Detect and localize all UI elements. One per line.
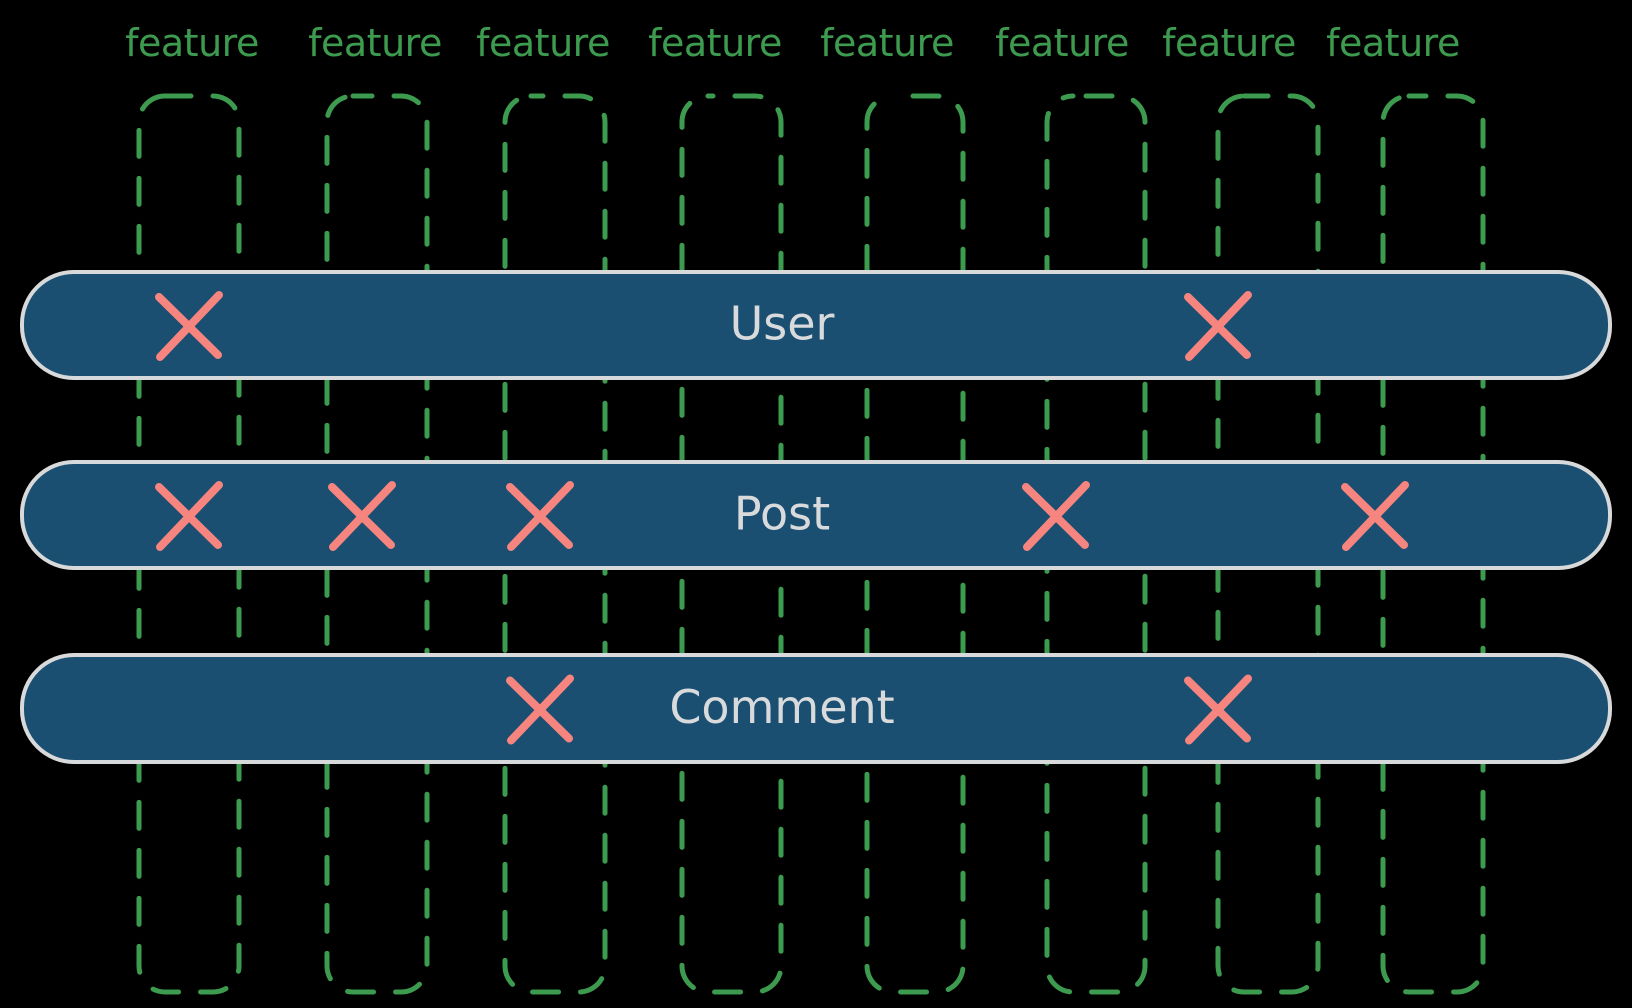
x-mark-icon[interactable] xyxy=(328,481,396,551)
feature-label-group: feature feature feature feature feature featu… xyxy=(125,21,1460,65)
x-mark-icon[interactable] xyxy=(155,481,223,551)
x-mark-icon[interactable] xyxy=(506,481,574,551)
entity-bar-comment[interactable] xyxy=(20,653,1612,764)
feature-header-label-7: feature xyxy=(1162,21,1296,65)
x-mark-icon[interactable] xyxy=(155,291,223,361)
x-mark-icon[interactable] xyxy=(1022,481,1090,551)
feature-header-label-8: feature xyxy=(1326,21,1460,65)
entity-label-user: User xyxy=(730,297,835,351)
feature-header-label-2: feature xyxy=(308,21,442,65)
entity-bar-group xyxy=(20,270,1612,764)
feature-header-label-1: feature xyxy=(125,21,259,65)
x-mark-icon[interactable] xyxy=(1341,481,1409,551)
feature-column-1 xyxy=(136,93,242,995)
feature-header-label-3: feature xyxy=(476,21,610,65)
entity-bar-post[interactable] xyxy=(20,460,1612,570)
feature-header-label-4: feature xyxy=(648,21,782,65)
x-mark-icon[interactable] xyxy=(1184,674,1252,745)
x-mark-icon[interactable] xyxy=(1184,291,1252,361)
x-mark-group xyxy=(155,291,1409,745)
feature-header-label-5: feature xyxy=(820,21,954,65)
entity-label-post: Post xyxy=(734,487,830,541)
feature-header-label-6: feature xyxy=(995,21,1129,65)
x-mark-icon[interactable] xyxy=(506,674,574,745)
entity-label-comment: Comment xyxy=(669,680,894,734)
entity-bar-user[interactable] xyxy=(20,270,1612,380)
